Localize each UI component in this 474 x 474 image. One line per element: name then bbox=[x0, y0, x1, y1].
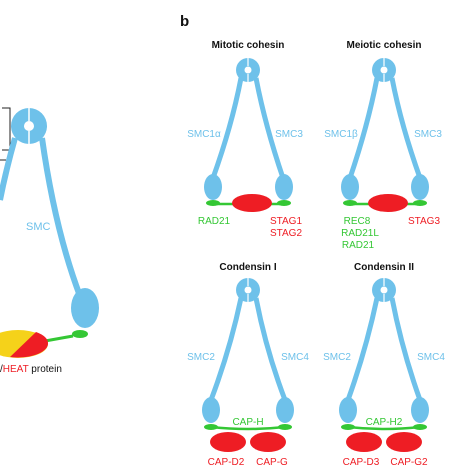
smc3-head bbox=[275, 174, 293, 200]
c2-smc4-label: SMC4 bbox=[417, 352, 445, 363]
c2-smc2-label: SMC2 bbox=[323, 352, 351, 363]
hinge-hole bbox=[24, 121, 34, 131]
smc1a-head bbox=[204, 174, 222, 200]
cap-g-protein bbox=[250, 432, 286, 452]
c2-smc4-arm bbox=[389, 297, 423, 401]
c1-smc2-head bbox=[202, 397, 220, 423]
condensin-i: Condensin I SMC2 SMC4 CAP-H CAP-D2 CAP-G bbox=[187, 262, 309, 468]
smc1a-arm bbox=[210, 77, 244, 179]
cap-h2-label: CAP-H2 bbox=[366, 417, 403, 428]
heat-protein-label: /HEAT protein bbox=[0, 364, 62, 375]
smc-left-arm bbox=[0, 137, 18, 201]
smc1b-head bbox=[341, 174, 359, 200]
cap-g2-protein bbox=[386, 432, 422, 452]
panel-a: SMC /HEAT protein bbox=[0, 107, 99, 375]
stag3-protein bbox=[368, 194, 408, 212]
rec8-label: REC8 bbox=[344, 216, 371, 227]
smc1a-label: SMC1α bbox=[187, 129, 221, 140]
meiotic-smc3-head bbox=[411, 174, 429, 200]
meiotic-smc3-arm bbox=[389, 77, 423, 179]
smc3-arm bbox=[253, 77, 286, 179]
stag3-label: STAG3 bbox=[408, 216, 440, 227]
cap-h-label: CAP-H bbox=[232, 417, 263, 428]
meiotic-rad21-label: RAD21 bbox=[342, 240, 375, 251]
c1-smc2-label: SMC2 bbox=[187, 352, 215, 363]
panel-b-label: b bbox=[180, 13, 189, 30]
heat-protein-red bbox=[10, 332, 49, 358]
smc-right-arm bbox=[39, 137, 83, 298]
hinge-bracket bbox=[2, 107, 11, 151]
mitotic-cohesin: Mitotic cohesin SMC1α SMC3 RAD21 STAG1 S… bbox=[187, 40, 303, 239]
c1-smc4-label: SMC4 bbox=[281, 352, 309, 363]
cap-g-label: CAP-G bbox=[256, 457, 288, 468]
smc-label: SMC bbox=[26, 221, 51, 233]
condensin-i-title: Condensin I bbox=[219, 262, 276, 273]
cap-h-link bbox=[210, 425, 286, 431]
cap-d3-protein bbox=[346, 432, 382, 452]
c2-smc2-arm bbox=[345, 297, 380, 401]
meiotic-cohesin: Meiotic cohesin SMC1β SMC3 REC8 RAD21L R… bbox=[324, 40, 442, 251]
meiotic-cohesin-title: Meiotic cohesin bbox=[346, 40, 421, 51]
condensin-ii: Condensin II SMC2 SMC4 CAP-H2 CAP-D3 CAP… bbox=[323, 262, 445, 468]
cap-g2-label: CAP-G2 bbox=[390, 457, 428, 468]
smc-head bbox=[71, 288, 99, 328]
stag-protein bbox=[232, 194, 272, 212]
cap-d2-protein bbox=[210, 432, 246, 452]
stag1-label: STAG1 bbox=[270, 216, 302, 227]
kleisin-end bbox=[72, 330, 88, 338]
rad21-label: RAD21 bbox=[198, 216, 231, 227]
c1-smc2-arm bbox=[208, 297, 244, 401]
smc1b-label: SMC1β bbox=[324, 129, 358, 140]
c1-smc4-arm bbox=[253, 297, 288, 401]
meiotic-smc3-label: SMC3 bbox=[414, 129, 442, 140]
kleisin-link bbox=[44, 334, 74, 343]
mitotic-cohesin-title: Mitotic cohesin bbox=[212, 40, 285, 51]
smc3-label: SMC3 bbox=[275, 129, 303, 140]
rad21l-label: RAD21L bbox=[341, 228, 379, 239]
c2-smc2-head bbox=[339, 397, 357, 423]
stag2-label: STAG2 bbox=[270, 228, 302, 239]
smc1b-arm bbox=[347, 77, 380, 179]
cap-d2-label: CAP-D2 bbox=[208, 457, 245, 468]
c1-smc4-head bbox=[276, 397, 294, 423]
c2-smc4-head bbox=[411, 397, 429, 423]
condensin-ii-title: Condensin II bbox=[354, 262, 414, 273]
cap-d3-label: CAP-D3 bbox=[343, 457, 380, 468]
